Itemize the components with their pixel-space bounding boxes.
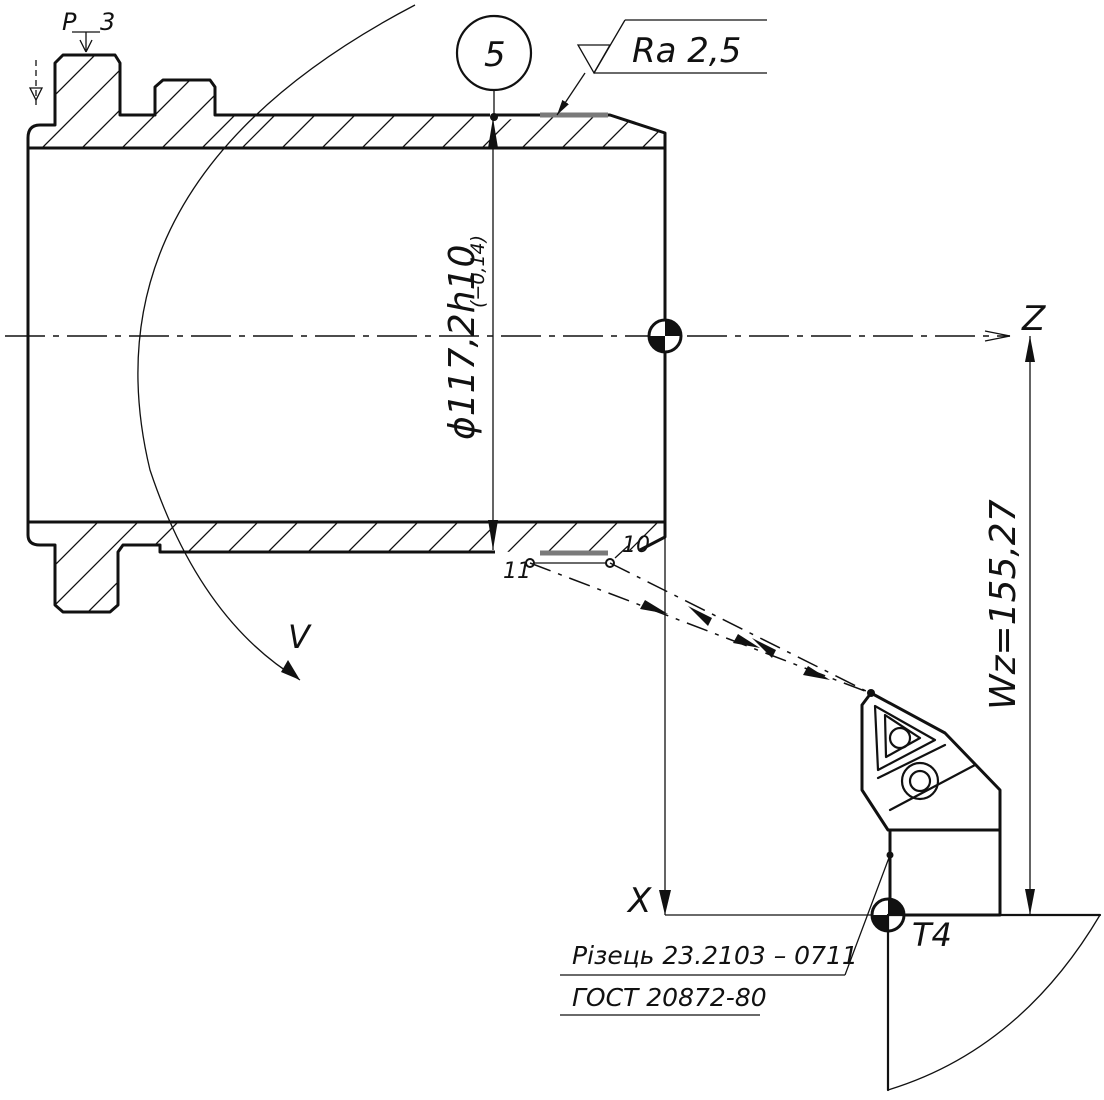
tool-designation: Різець 23.2103 – 0711 (572, 941, 858, 970)
cutting-tool (860, 689, 1002, 917)
turret (886, 913, 1102, 1092)
speed-label: V (288, 618, 312, 656)
part-outline-bottom (26, 522, 667, 614)
roughness-value: Ra 2,5 (632, 31, 741, 71)
x-axis-label: X (626, 881, 652, 921)
roughness-symbol (556, 19, 767, 116)
reference-dot (490, 113, 498, 121)
rotation-arrowhead (281, 660, 300, 680)
rotation-arc (137, 4, 416, 681)
z-axis-label: Z (1021, 299, 1046, 339)
diameter-tolerance: (−0,14) (467, 235, 489, 308)
tool-position-label: T4 (912, 916, 952, 954)
tool-path-return (609, 562, 871, 694)
tool-standard: ГОСТ 20872-80 (572, 983, 767, 1012)
x-axis-arrowhead (659, 890, 671, 915)
datum-symbol (28, 31, 100, 105)
part-zero-symbol (647, 318, 683, 354)
wz-value: Wz=155,27 (983, 499, 1024, 710)
diameter-value: ϕ117,2h10 (442, 245, 483, 440)
step-number: 5 (484, 35, 506, 75)
datum-letter: P (62, 8, 77, 36)
point-10-label: 10 (622, 533, 650, 558)
tool-callout (560, 851, 894, 1016)
point-11-label: 11 (503, 559, 531, 584)
z-axis-arrow (984, 330, 1011, 337)
datum-value: 3 (100, 8, 115, 36)
part-outline-top (26, 53, 667, 535)
